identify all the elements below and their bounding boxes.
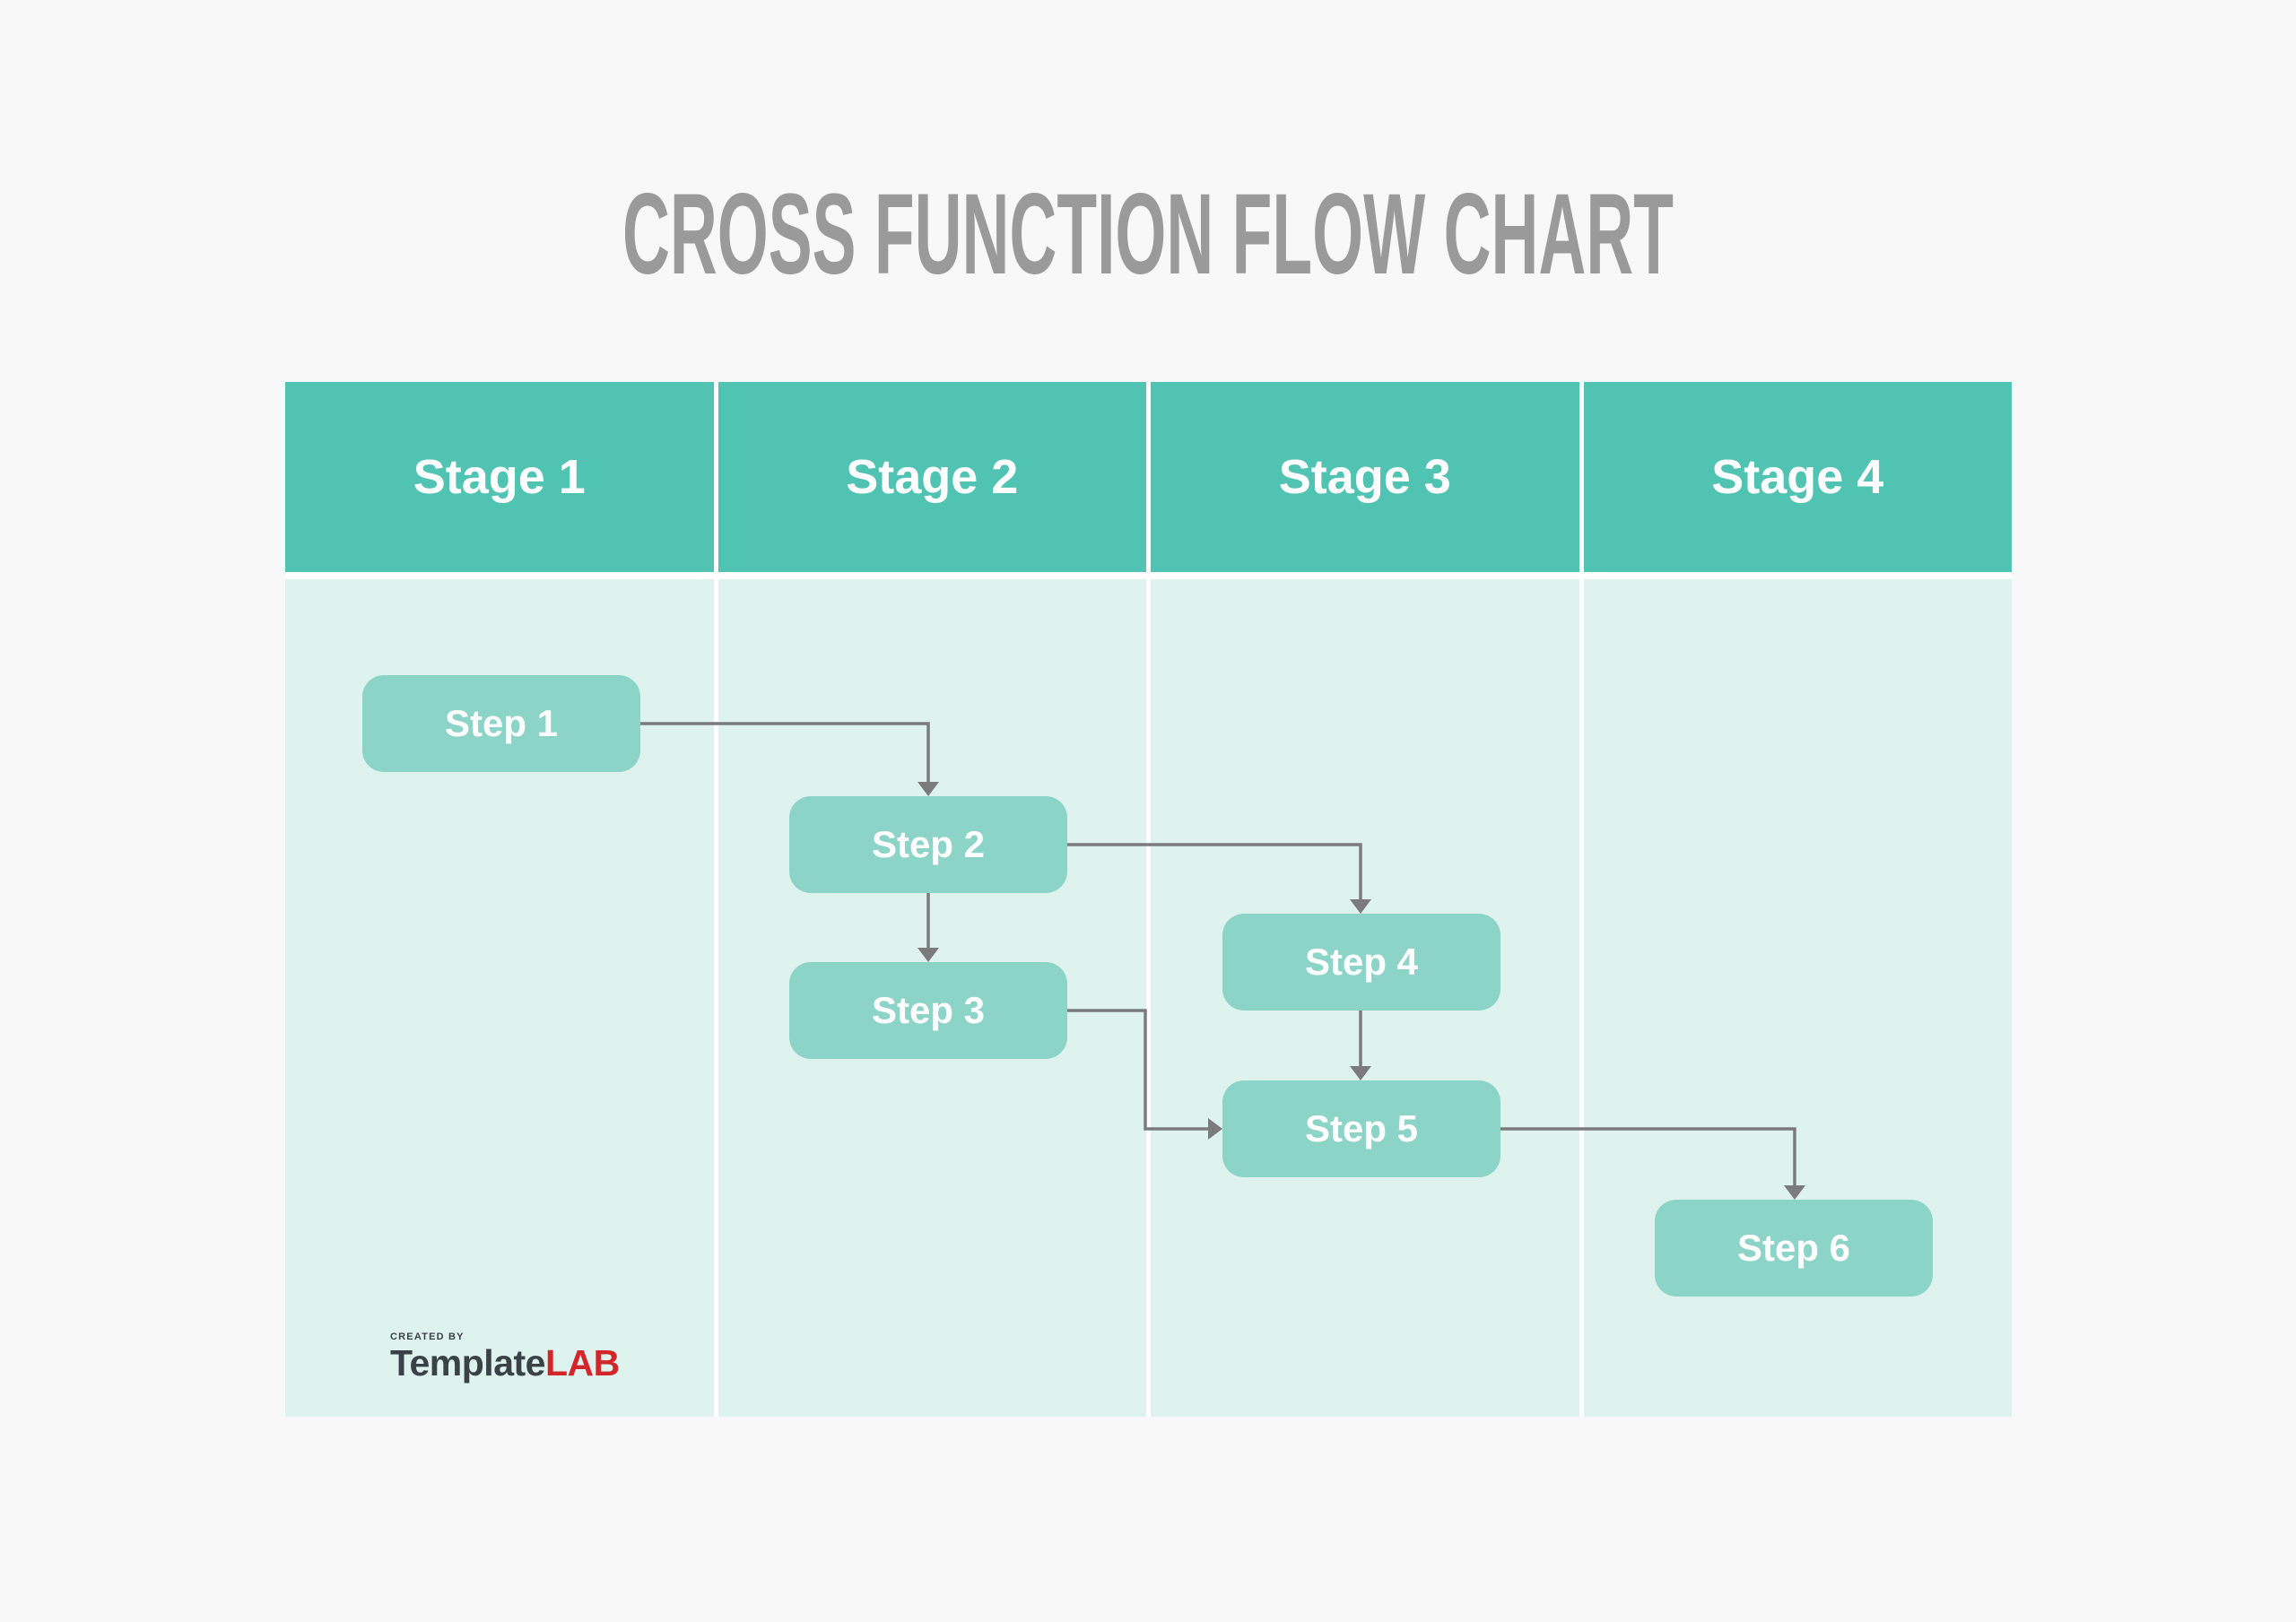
logo-brand: TemplateLAB bbox=[390, 1345, 620, 1382]
step-node-3: Step 3 bbox=[789, 962, 1067, 1059]
stage-label: Stage 4 bbox=[1711, 450, 1884, 504]
page-title-svg: CROSS FUNCTION FLOW CHART bbox=[622, 170, 1674, 296]
stage-header-4: Stage 4 bbox=[1583, 382, 2012, 572]
stage-label: Stage 3 bbox=[1278, 450, 1451, 504]
step-label: Step 5 bbox=[1304, 1107, 1419, 1149]
step-node-4: Step 4 bbox=[1222, 914, 1500, 1010]
stage-header-2: Stage 2 bbox=[718, 382, 1146, 572]
templatelab-logo: CREATED BY TemplateLAB bbox=[390, 1332, 620, 1382]
step-label: Step 1 bbox=[444, 702, 559, 744]
step-label: Step 2 bbox=[871, 823, 986, 865]
logo-brand-dark: Template bbox=[390, 1342, 545, 1383]
logo-created-by: CREATED BY bbox=[390, 1331, 465, 1342]
title-area: CROSS FUNCTION FLOW CHART bbox=[0, 152, 2296, 296]
step-label: Step 6 bbox=[1736, 1227, 1851, 1269]
stage-header-row: Stage 1 Stage 2 Stage 3 Stage 4 bbox=[285, 382, 2012, 572]
stage-header-1: Stage 1 bbox=[285, 382, 714, 572]
stage-label: Stage 1 bbox=[413, 450, 586, 504]
step-label: Step 4 bbox=[1304, 941, 1419, 983]
logo-brand-red: LAB bbox=[544, 1342, 620, 1383]
step-node-1: Step 1 bbox=[362, 675, 640, 772]
page-title: CROSS FUNCTION FLOW CHART bbox=[622, 170, 1674, 296]
step-node-2: Step 2 bbox=[789, 796, 1067, 893]
step-label: Step 3 bbox=[871, 989, 986, 1031]
stage-label: Stage 2 bbox=[846, 450, 1019, 504]
step-node-6: Step 6 bbox=[1655, 1200, 1933, 1297]
stage-header-3: Stage 3 bbox=[1151, 382, 1579, 572]
step-node-5: Step 5 bbox=[1222, 1080, 1500, 1177]
